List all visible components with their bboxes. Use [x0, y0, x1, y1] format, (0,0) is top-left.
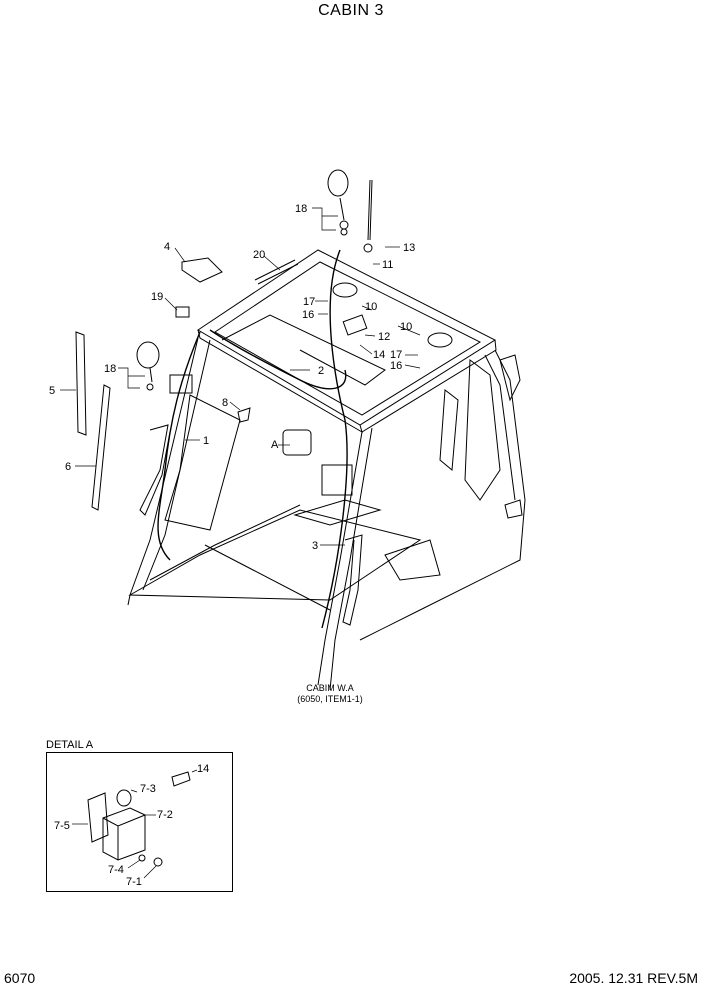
- callout-10-right: 10: [400, 321, 412, 333]
- roof-frame: [197, 249, 497, 426]
- wiper-blade: [91, 384, 111, 511]
- callout-18-top: 18: [295, 203, 307, 215]
- callout-2: 2: [318, 365, 324, 377]
- callout-1: 1: [203, 435, 209, 447]
- control-box: [321, 464, 353, 496]
- callout-16-top: 16: [302, 309, 314, 321]
- speaker-right: [427, 332, 453, 348]
- part-8-bracket: [237, 407, 251, 423]
- callout-8: 8: [222, 397, 228, 409]
- antenna: [367, 179, 373, 241]
- wiring-harness-2: [209, 329, 347, 390]
- rear-duct: [499, 354, 521, 402]
- speaker-left: [332, 282, 358, 298]
- callout-20: 20: [253, 249, 265, 261]
- detail-a-title: DETAIL A: [46, 739, 94, 751]
- part-19-box: [175, 306, 190, 318]
- detail-callout-7-4: 7-4: [108, 864, 124, 876]
- callout-4: 4: [164, 241, 170, 253]
- front-right-pillar: [317, 431, 363, 686]
- detail-tank: [102, 807, 146, 861]
- detail-callout-7-5: 7-5: [54, 820, 70, 832]
- caption-line-2: (6050, ITEM1-1): [297, 694, 363, 704]
- callout-17-top: 17: [303, 296, 315, 308]
- detail-callout-14: 14: [197, 763, 209, 775]
- callout-19: 19: [151, 291, 163, 303]
- wiring-harness-3: [321, 249, 348, 629]
- rear-right-pillar: [359, 349, 526, 641]
- floor-frame: [128, 509, 422, 601]
- work-lamp-left: [136, 341, 160, 369]
- wiring-harness-1: [157, 331, 201, 561]
- left-handrail: [139, 424, 171, 516]
- callout-5: 5: [49, 385, 55, 397]
- washer-tank-main: [282, 429, 312, 456]
- page-number: 6070: [4, 970, 36, 986]
- callout-13: 13: [403, 242, 415, 254]
- callout-11: 11: [382, 259, 393, 271]
- detail-a-drawing: [72, 769, 198, 879]
- detail-a-box: [46, 752, 233, 892]
- detail-callout-7-1: 7-1: [126, 876, 142, 888]
- room-lamp: [342, 314, 368, 336]
- callout-6: 6: [65, 461, 71, 473]
- callout-18-left: 18: [104, 363, 116, 375]
- right-handrail: [342, 534, 363, 626]
- callout-14: 14: [373, 349, 385, 361]
- detail-bracket: [87, 792, 109, 843]
- front-left-pillar: [127, 337, 199, 606]
- part-4-bracket: [181, 257, 223, 283]
- page-title: CABIN 3: [318, 2, 384, 19]
- date-revision: 2005. 12.31 REV.5M: [569, 970, 698, 986]
- assembly-caption: CABIM W.A (6050, ITEM1-1): [270, 683, 390, 705]
- callout-3: 3: [312, 540, 318, 552]
- detail-callout-7-3: 7-3: [140, 783, 156, 795]
- callout-10-top: 10: [365, 301, 377, 313]
- caption-line-1: CABIM W.A: [306, 683, 354, 693]
- part-20-strip: [254, 259, 299, 285]
- wiper-motor: [169, 374, 193, 394]
- callout-12: 12: [378, 331, 390, 343]
- wiper-arm: [75, 331, 87, 436]
- callout-16-right: 16: [390, 360, 402, 372]
- detail-callout-7-2: 7-2: [157, 809, 173, 821]
- callout-17-right: 17: [390, 349, 402, 361]
- beacon-lamp-top: [327, 169, 349, 197]
- detail-cap: [116, 789, 132, 807]
- callout-a: A: [271, 439, 279, 451]
- detail-pump: [171, 771, 191, 787]
